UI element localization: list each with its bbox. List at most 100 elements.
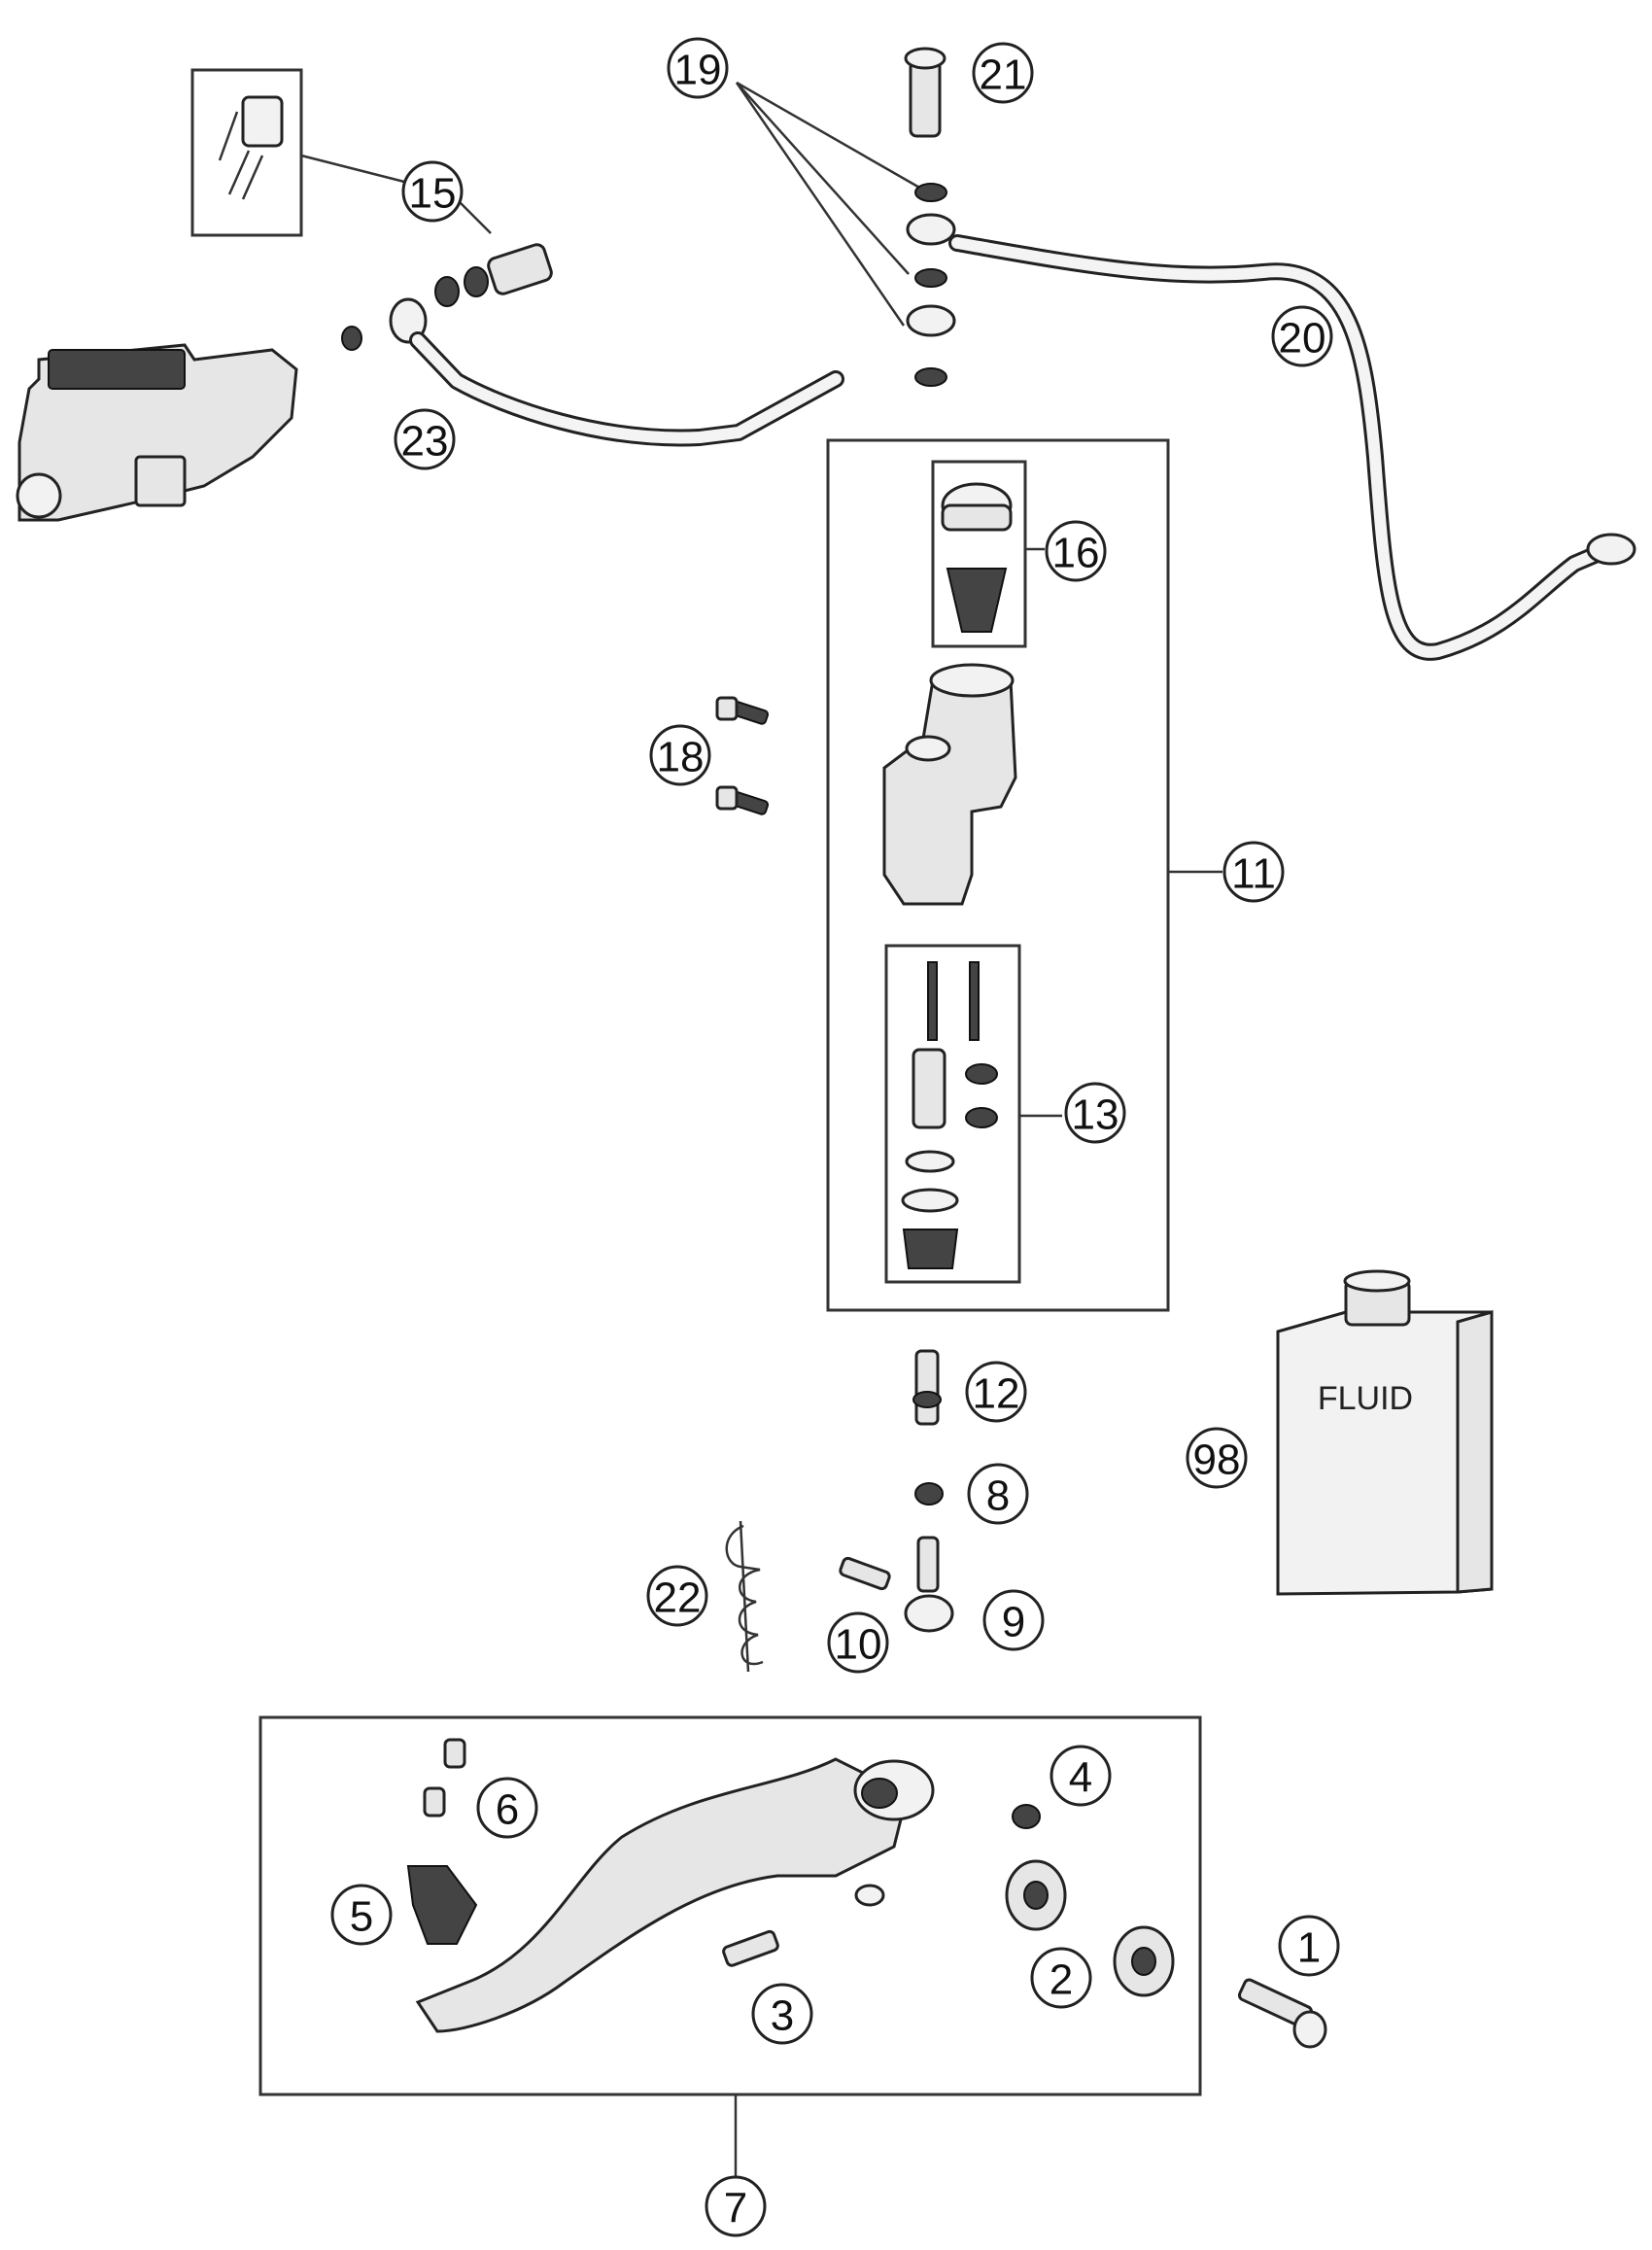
callout-circle bbox=[1278, 1915, 1340, 1977]
part-12 bbox=[914, 1349, 940, 1426]
brake-pedal-box bbox=[258, 1715, 1202, 2177]
box-7 bbox=[258, 1715, 1202, 2096]
pushrod-13 bbox=[927, 961, 938, 1041]
callout-label: 15 bbox=[409, 170, 457, 218]
callout-13: 13 bbox=[1064, 1082, 1126, 1144]
callout-circle bbox=[972, 42, 1034, 104]
banjo-20-end bbox=[1586, 533, 1636, 566]
reservoir-port bbox=[16, 472, 62, 519]
callout-label: 16 bbox=[1052, 530, 1100, 577]
callout-22: 22 bbox=[646, 1565, 708, 1627]
callout-circle bbox=[646, 1565, 708, 1627]
callout-circle bbox=[1030, 1947, 1092, 2009]
callout-98: 98 bbox=[1186, 1427, 1248, 1489]
callout-7: 7 bbox=[705, 2175, 767, 2237]
callout-circle bbox=[967, 1463, 1029, 1525]
callout-20: 20 bbox=[1271, 305, 1333, 367]
callout-label: 12 bbox=[973, 1370, 1020, 1418]
callout-5: 5 bbox=[330, 1884, 393, 1946]
callout-9: 9 bbox=[982, 1589, 1045, 1651]
callout-circle bbox=[827, 1611, 889, 1674]
callout-label: 11 bbox=[1231, 850, 1276, 898]
pushrod-parts bbox=[725, 1349, 954, 1673]
callout-label: 3 bbox=[771, 1992, 794, 2040]
reservoir-assembly bbox=[16, 68, 844, 522]
pin-10 bbox=[839, 1556, 891, 1591]
fluid-label: FLUID bbox=[1318, 1380, 1413, 1417]
callout-label: 23 bbox=[401, 418, 449, 466]
nut-8 bbox=[914, 1482, 944, 1506]
screw-6b bbox=[423, 1786, 446, 1817]
hose-20 bbox=[948, 234, 1617, 661]
piston-13 bbox=[912, 1048, 946, 1129]
callout-label: 18 bbox=[657, 734, 705, 781]
callout-label: 6 bbox=[496, 1786, 519, 1834]
box-11 bbox=[826, 438, 1170, 1312]
callout-label: 22 bbox=[654, 1575, 702, 1622]
callout-label: 13 bbox=[1072, 1091, 1119, 1139]
callout-circle bbox=[1045, 520, 1107, 582]
pin-3 bbox=[722, 1929, 779, 1967]
tip-5 bbox=[406, 1865, 478, 1945]
washer-right bbox=[434, 276, 460, 307]
callout-circle bbox=[1064, 1082, 1126, 1144]
callout-1: 1 bbox=[1278, 1915, 1340, 1977]
screw-6a bbox=[443, 1738, 466, 1769]
bolt-15 bbox=[487, 243, 553, 295]
callout-circle bbox=[649, 724, 711, 786]
callout-label: 98 bbox=[1193, 1437, 1241, 1484]
callout-circle bbox=[705, 2175, 767, 2237]
callout-circle bbox=[330, 1884, 393, 1946]
callout-12: 12 bbox=[965, 1361, 1027, 1423]
box-16 bbox=[931, 460, 1027, 648]
banjo-23 bbox=[906, 304, 956, 337]
hose-assembly-top bbox=[735, 47, 1636, 661]
washer-19a bbox=[914, 183, 947, 202]
master-cylinder-box bbox=[826, 438, 1222, 1312]
callout-16: 16 bbox=[1045, 520, 1107, 582]
box-13 bbox=[884, 944, 1021, 1284]
reservoir-cap bbox=[48, 349, 186, 390]
callout-circle bbox=[394, 408, 456, 470]
banjo-fitting bbox=[389, 297, 428, 344]
callout-label: 7 bbox=[724, 2185, 747, 2233]
callout-label: 2 bbox=[1050, 1956, 1073, 2004]
callout-label: 1 bbox=[1297, 1924, 1321, 1972]
clevis-9 bbox=[916, 1536, 940, 1593]
callout-circle bbox=[1222, 841, 1285, 903]
callout-6: 6 bbox=[476, 1777, 538, 1839]
callout-circle bbox=[401, 160, 464, 223]
washer-19c bbox=[914, 367, 947, 387]
filter-16 bbox=[946, 568, 1008, 633]
callout-label: 9 bbox=[1002, 1599, 1025, 1646]
callout-circle bbox=[982, 1589, 1045, 1651]
washer-19b bbox=[914, 268, 947, 288]
callout-18: 18 bbox=[649, 724, 711, 786]
master-cylinder-body bbox=[882, 678, 1017, 906]
callout-label: 21 bbox=[980, 52, 1027, 99]
nut-4 bbox=[1012, 1804, 1041, 1829]
callout-circle bbox=[1186, 1427, 1248, 1489]
callout-label: 8 bbox=[986, 1472, 1010, 1520]
callout-23: 23 bbox=[394, 408, 456, 470]
seal-kit-box bbox=[190, 68, 303, 237]
callout-circle bbox=[751, 1983, 813, 2045]
callout-label: 20 bbox=[1279, 315, 1326, 363]
callout-circle bbox=[1050, 1745, 1112, 1807]
callout-label: 4 bbox=[1069, 1754, 1092, 1802]
banjo-20 bbox=[906, 213, 956, 246]
washer-left bbox=[341, 326, 362, 351]
callout-21: 21 bbox=[972, 42, 1034, 104]
callouts: 19 21 15 20 23 16 18 11 13 12 98 8 22 9 … bbox=[330, 37, 1340, 2237]
washer-outer bbox=[464, 266, 489, 297]
callout-label: 5 bbox=[350, 1893, 373, 1941]
callout-15: 15 bbox=[401, 160, 464, 223]
spring-22 bbox=[725, 1524, 764, 1666]
callout-11: 11 bbox=[1222, 841, 1285, 903]
callout-circle bbox=[476, 1777, 538, 1839]
fluid-bottle: FLUID bbox=[1276, 1269, 1494, 1596]
callout-label: 19 bbox=[674, 47, 722, 94]
bolt-1 bbox=[1237, 1978, 1327, 2049]
screws-18 bbox=[715, 696, 769, 815]
